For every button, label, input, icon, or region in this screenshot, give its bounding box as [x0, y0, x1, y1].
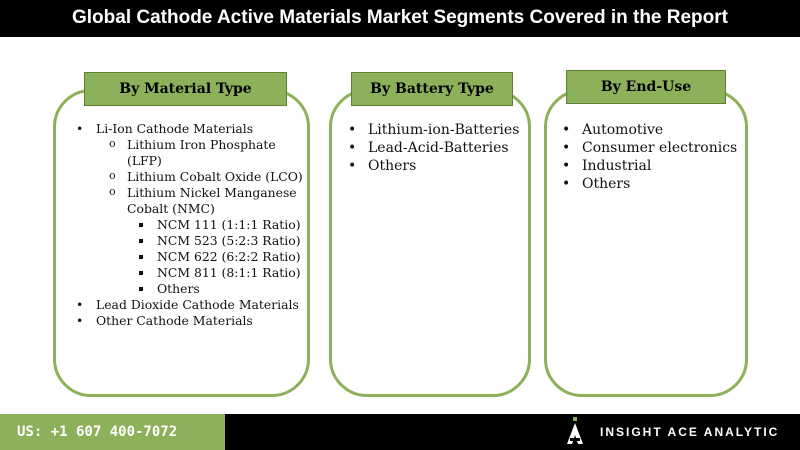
list-item: Lithium Cobalt Oxide (LCO): [103, 168, 304, 185]
list-item: Automotive: [558, 121, 744, 139]
end-use-list: Automotive Consumer electronics Industri…: [558, 121, 744, 193]
end-use-header: By End-Use: [566, 70, 726, 104]
list-item: Others: [133, 281, 304, 297]
list-item: Lithium Iron Phosphate(LFP): [103, 136, 304, 169]
brand-name: INSIGHT ACE ANALYTIC: [600, 425, 780, 439]
list-item: Consumer electronics: [558, 139, 744, 157]
list-item: Others: [558, 175, 744, 193]
battery-type-header: By Battery Type: [351, 72, 513, 106]
list-item: Others: [344, 157, 526, 175]
list-item: Lead Dioxide Cathode Materials: [72, 297, 304, 313]
material-type-list: Li-Ion Cathode Materials Lithium Iron Ph…: [72, 121, 304, 329]
list-item: NCM 622 (6:2:2 Ratio): [133, 249, 304, 265]
list-item: Other Cathode Materials: [72, 313, 304, 329]
list-item: NCM 811 (8:1:1 Ratio): [133, 265, 304, 281]
list-item: Lead-Acid-Batteries: [344, 139, 526, 157]
battery-type-list: Lithium-ion-Batteries Lead-Acid-Batterie…: [344, 121, 526, 175]
insightace-logo-icon: [567, 417, 583, 444]
contact-phone: US: +1 607 400-7072: [0, 414, 225, 450]
list-item: NCM 523 (5:2:3 Ratio): [133, 233, 304, 249]
page-title: Global Cathode Active Materials Market S…: [0, 0, 800, 37]
list-item: Li-Ion Cathode Materials: [72, 121, 304, 137]
list-item: NCM 111 (1:1:1 Ratio): [133, 217, 304, 233]
material-type-header: By Material Type: [84, 72, 287, 106]
list-item: Lithium-ion-Batteries: [344, 121, 526, 139]
footer-bar: [225, 414, 800, 450]
list-item: Industrial: [558, 157, 744, 175]
